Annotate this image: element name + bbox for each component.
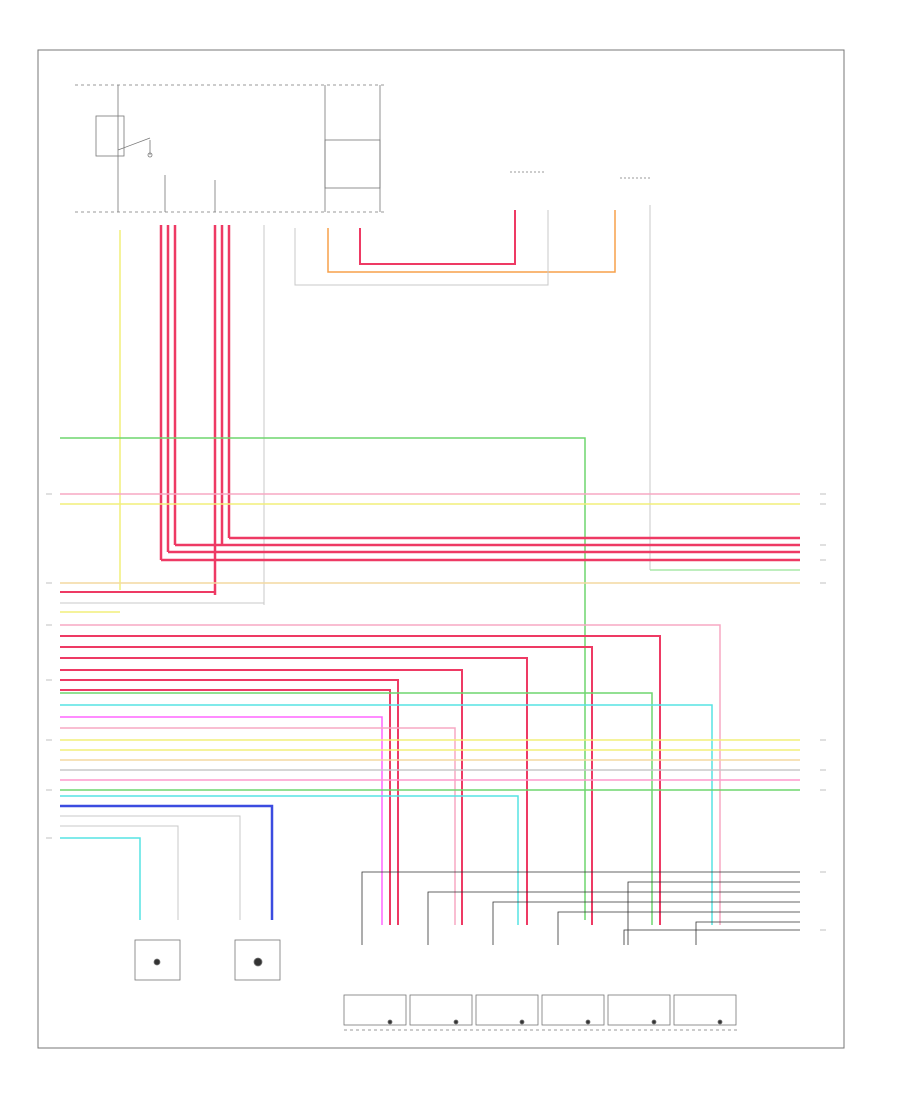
ground-icon — [253, 957, 263, 967]
horizontal-bus — [60, 437, 800, 925]
bottom-ladder — [361, 871, 800, 945]
vertical-wires — [119, 205, 651, 605]
connector-icon — [585, 1019, 591, 1025]
connector-icon — [651, 1019, 657, 1025]
connector-icon — [234, 939, 281, 981]
connector-icon — [387, 1019, 393, 1025]
connector-icon — [453, 1019, 459, 1025]
ground-icon — [153, 958, 161, 966]
top-components — [75, 84, 650, 213]
diagram-frame — [37, 49, 845, 1049]
connector-icon — [134, 939, 181, 981]
injector-modules — [343, 994, 740, 1031]
connector-icon — [717, 1019, 723, 1025]
switch-icon — [117, 137, 153, 158]
right-pin-ticks — [820, 493, 826, 931]
bottom-left-modules — [134, 939, 281, 981]
left-pin-ticks — [46, 493, 52, 839]
connector-icon — [519, 1019, 525, 1025]
